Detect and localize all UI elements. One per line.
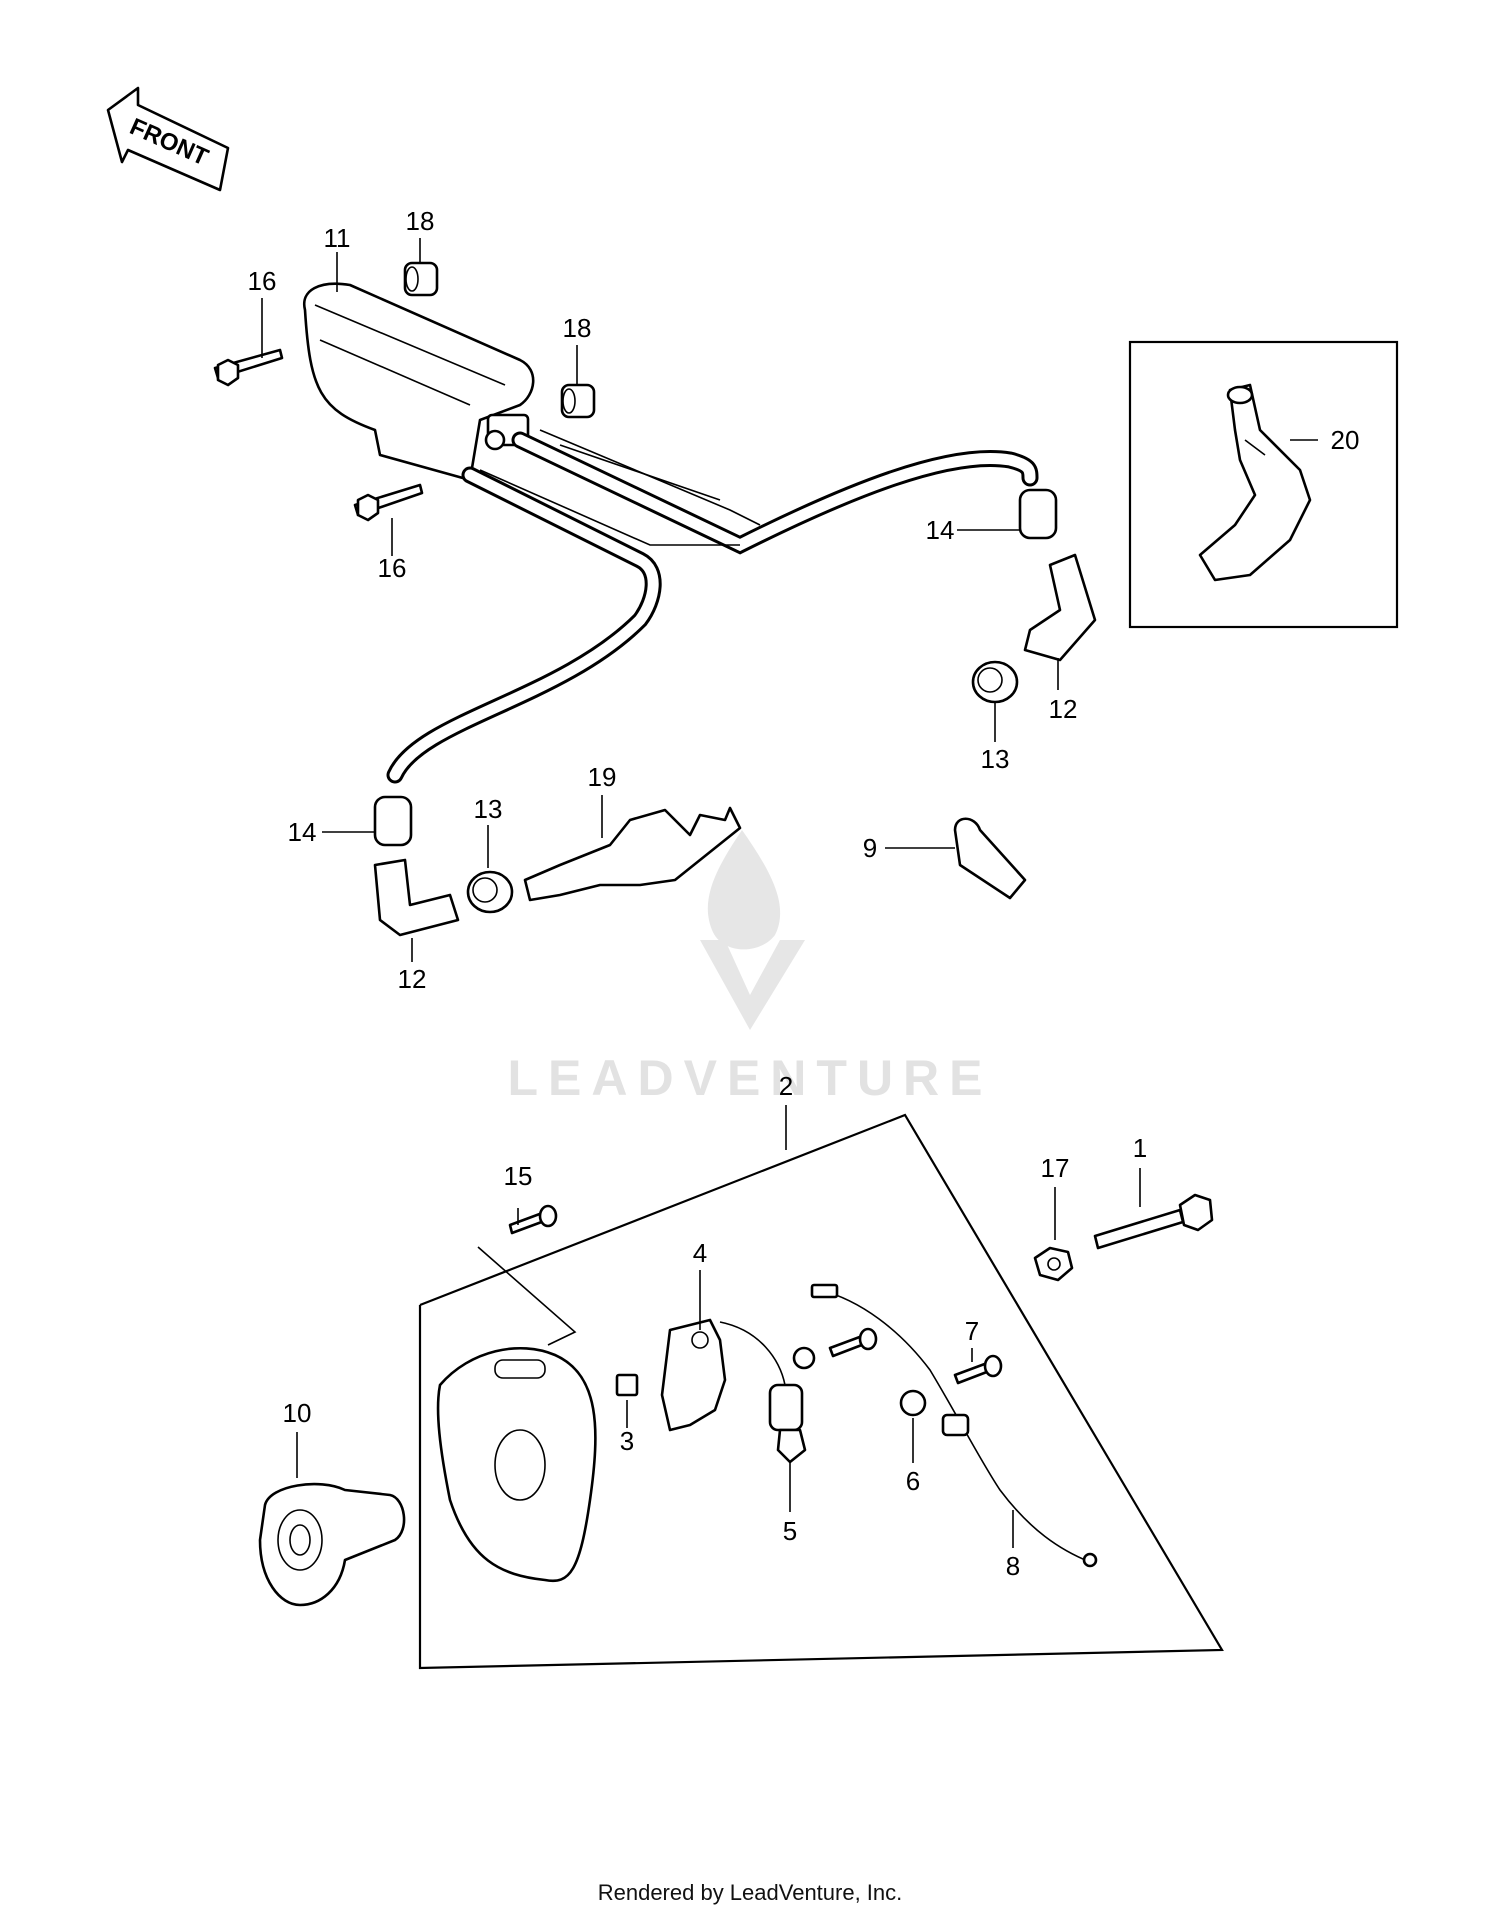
bolt-1 xyxy=(1093,1193,1214,1250)
seal-13-left xyxy=(466,870,514,914)
advancer-10 xyxy=(258,1482,406,1607)
footer-credit: Rendered by LeadVenture, Inc. xyxy=(597,1880,903,1905)
callout-16-bottom: 16 xyxy=(378,553,407,583)
callout-11: 11 xyxy=(324,223,351,253)
sleeve-18-bottom xyxy=(560,383,596,419)
callout-12-left: 12 xyxy=(398,964,427,994)
contact-breaker-4 xyxy=(660,1318,727,1432)
callout-15: 15 xyxy=(504,1161,533,1191)
callout-16-top: 16 xyxy=(248,266,277,296)
sleeve-18-top xyxy=(403,261,439,297)
inset-box xyxy=(1128,340,1399,629)
callout-9: 9 xyxy=(863,833,877,863)
callout-4: 4 xyxy=(693,1238,707,1268)
callout-20: 20 xyxy=(1331,425,1360,455)
lead-wire-8 xyxy=(810,1283,1098,1568)
assembly-boundary-2 xyxy=(418,1113,1224,1670)
breaker-plate xyxy=(436,1347,597,1583)
callout-3: 3 xyxy=(620,1426,634,1456)
spark-plug xyxy=(523,806,742,902)
callout-13-left: 13 xyxy=(474,794,503,824)
high-tension-leads xyxy=(386,429,1039,784)
callout-17: 17 xyxy=(1041,1153,1070,1183)
bolt-16-top xyxy=(213,348,284,387)
clamp-9 xyxy=(953,817,1027,900)
plug-cap-14-right xyxy=(1018,488,1058,540)
callout-2: 2 xyxy=(779,1071,793,1101)
callout-7: 7 xyxy=(965,1316,979,1346)
watermark-logo: LEADVENTURE xyxy=(507,830,992,1106)
bolt-16-bottom xyxy=(353,483,424,522)
screw-center xyxy=(792,1327,878,1370)
screw-7 xyxy=(953,1354,1003,1385)
callout-19: 19 xyxy=(588,762,617,792)
callout-14-left: 14 xyxy=(288,817,317,847)
leader-lines xyxy=(261,238,1318,1548)
bolt-15-leader xyxy=(477,1246,577,1346)
callout-8: 8 xyxy=(1006,1551,1020,1581)
callouts: 1 2 3 4 5 6 7 8 9 10 11 12 12 13 13 14 1… xyxy=(248,206,1360,1581)
condenser-5 xyxy=(719,1321,807,1464)
nut-17 xyxy=(1033,1246,1074,1282)
callout-6: 6 xyxy=(906,1466,920,1496)
callout-14-right: 14 xyxy=(926,515,955,545)
plug-cap-14-left xyxy=(373,795,413,847)
callout-13-right: 13 xyxy=(981,744,1010,774)
callout-18-top: 18 xyxy=(406,206,435,236)
plug-cap-12-left xyxy=(373,858,460,937)
callout-10: 10 xyxy=(283,1398,312,1428)
plug-cap-20 xyxy=(1198,383,1312,582)
callout-12-right: 12 xyxy=(1049,694,1078,724)
felt-3 xyxy=(615,1373,639,1397)
plug-cap-12-right xyxy=(1023,553,1097,662)
ignition-coil xyxy=(302,282,535,482)
callout-18-bottom: 18 xyxy=(563,313,592,343)
washer-6 xyxy=(899,1389,927,1417)
front-arrow: FRONT xyxy=(106,86,230,192)
callout-5: 5 xyxy=(783,1516,797,1546)
screw-15 xyxy=(508,1204,558,1235)
seal-13-right xyxy=(971,660,1019,704)
callout-1: 1 xyxy=(1133,1133,1147,1163)
watermark-text: LEADVENTURE xyxy=(507,1050,992,1106)
